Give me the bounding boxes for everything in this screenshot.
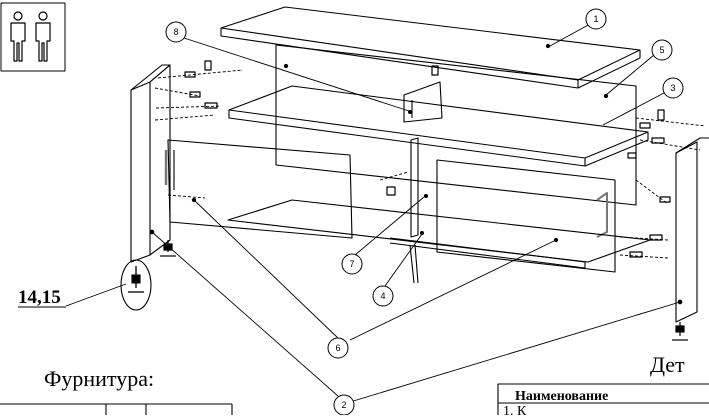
leader-lines bbox=[18, 23, 681, 403]
svg-text:7: 7 bbox=[349, 259, 354, 269]
fastener-lines bbox=[154, 69, 706, 259]
back-panel bbox=[275, 44, 637, 206]
svg-text:1: 1 bbox=[593, 14, 598, 24]
callout-1: 1 bbox=[585, 8, 607, 30]
small-partition bbox=[403, 81, 443, 123]
right-side-panel bbox=[675, 137, 709, 323]
hardware-table-frame bbox=[0, 403, 233, 415]
top-panel bbox=[220, 6, 641, 89]
callout-6: 6 bbox=[327, 337, 349, 359]
callout-3: 3 bbox=[662, 77, 684, 99]
hardware-callout-label: 14,15 bbox=[18, 287, 61, 308]
callout-8: 8 bbox=[165, 21, 187, 43]
middle-shelf bbox=[228, 85, 649, 167]
two-persons-icon bbox=[0, 2, 66, 72]
svg-text:2: 2 bbox=[341, 400, 346, 410]
svg-text:6: 6 bbox=[335, 343, 340, 353]
foot-detail-ellipse bbox=[120, 259, 152, 311]
central-divider bbox=[410, 137, 429, 238]
callout-7: 7 bbox=[341, 253, 363, 275]
left-side-panel bbox=[130, 64, 171, 263]
callout-4: 4 bbox=[372, 285, 394, 307]
bottom-panel bbox=[227, 199, 651, 269]
fastener-parts bbox=[184, 60, 671, 258]
parts-table-row: 1. К bbox=[503, 404, 527, 419]
callout-2: 2 bbox=[333, 394, 355, 415]
adjustable-foot-left bbox=[160, 240, 176, 257]
parts-table-header: Наименование bbox=[515, 389, 609, 404]
adjustable-foot-right bbox=[672, 322, 688, 341]
callout-5: 5 bbox=[651, 39, 673, 61]
svg-text:5: 5 bbox=[659, 45, 664, 55]
svg-text:4: 4 bbox=[380, 291, 385, 301]
details-heading: Дет bbox=[650, 352, 685, 377]
hardware-heading: Фурнитура: bbox=[44, 366, 155, 391]
svg-text:3: 3 bbox=[670, 83, 675, 93]
svg-text:8: 8 bbox=[173, 27, 178, 37]
plinth-leg bbox=[409, 230, 425, 284]
parts-table-frame bbox=[497, 383, 709, 415]
